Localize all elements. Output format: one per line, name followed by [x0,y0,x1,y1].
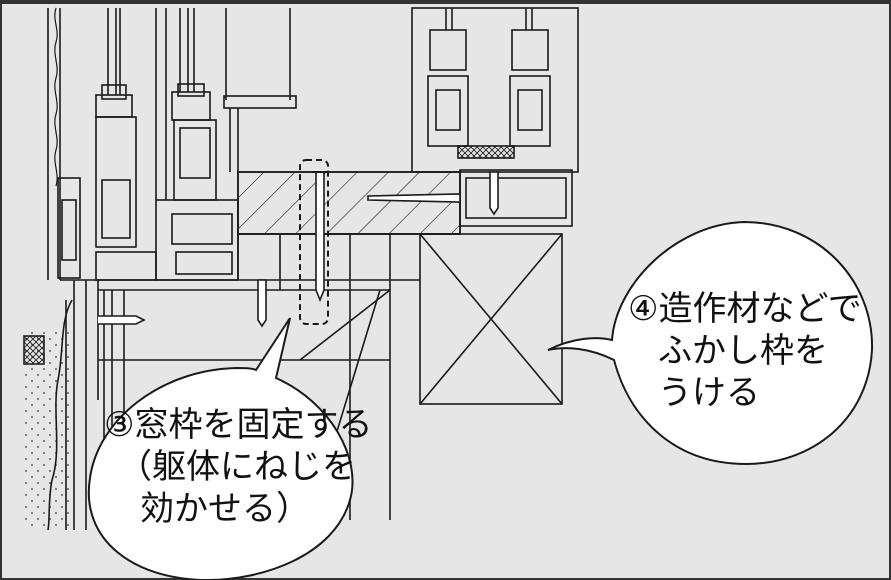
callout-fix-frame-line-3: 効かせる） [140,489,310,529]
callout-fix-frame-line-1: ③窓枠を固定する [104,405,373,445]
screws [98,171,499,328]
callout-bubble-raise-frame [547,220,874,466]
callout-raise-frame-line-1: ④造作材などで [628,289,862,329]
window-sash-left [47,8,420,281]
exterior-wall [23,280,99,531]
callout-raise-frame-line-3: うける [658,373,760,413]
screw-highlight [299,159,329,325]
callout-raise-frame-line-2: ふかし枠を [658,331,828,371]
timber-frame-cross [419,233,563,405]
window-sash-right [411,7,579,227]
window-sill-block [237,171,461,235]
callout-fix-frame-text: ③窓枠を固定する （躯体にねじを 効かせる） [104,404,372,530]
top-bar [0,0,891,4]
callout-raise-frame-text: ④造作材などで ふかし枠を うける [628,288,862,414]
callout-fix-frame-line-2: （躯体にねじを [118,447,356,487]
callout-bubble-fix-frame [87,317,354,580]
glass-edge [54,7,58,187]
